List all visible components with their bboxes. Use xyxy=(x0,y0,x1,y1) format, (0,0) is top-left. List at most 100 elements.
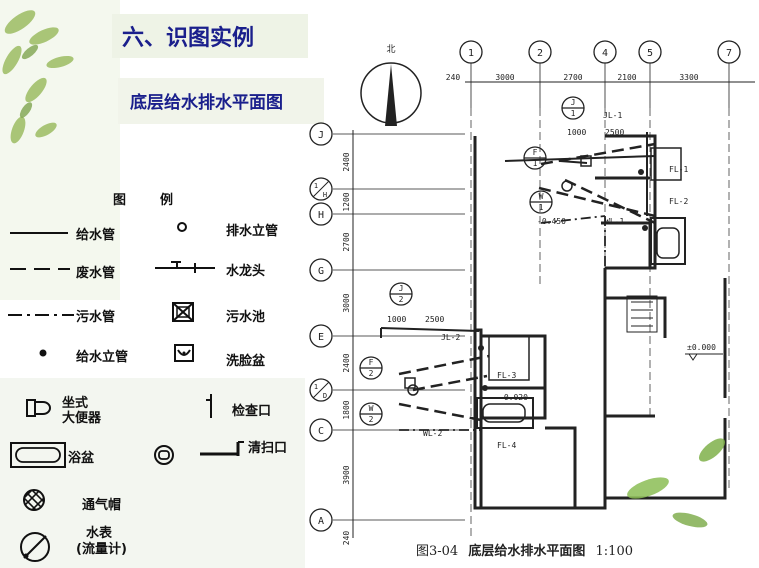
row-dimension: 1800 xyxy=(342,400,351,419)
svg-text:7: 7 xyxy=(726,48,732,59)
column-axis-bubble: 4 xyxy=(593,40,617,108)
vent-cap-symbol xyxy=(23,489,45,511)
basin-symbol xyxy=(174,344,194,362)
legend-cleanout-label: 清扫口 xyxy=(248,441,288,456)
column-axis-bubble: 5 xyxy=(638,40,662,108)
row-dimension: 240 xyxy=(342,531,351,546)
legend-faucet-label: 水龙头 xyxy=(226,264,266,279)
svg-text:H: H xyxy=(323,191,327,199)
row-axis-bubble: A xyxy=(309,508,333,532)
legend-inspection-label: 检查口 xyxy=(232,404,272,419)
legend-heading-left: 图 xyxy=(113,193,127,208)
label-wl2: WL-2 xyxy=(423,429,442,438)
subtitle-background xyxy=(118,78,324,124)
legend-basin-label: 洗脸盆 xyxy=(226,354,266,369)
legend-meter-label-1: 水表 xyxy=(86,526,113,541)
row-axis-bubble: G xyxy=(309,258,333,282)
label-fl1: FL-1 xyxy=(669,165,688,174)
row-axis-bubble: J xyxy=(309,122,333,146)
legend-toilet-label-2: 大便器 xyxy=(62,411,102,426)
tag-f2-num: F xyxy=(369,358,374,367)
row-dimension: 2400 xyxy=(342,152,351,171)
svg-text:A: A xyxy=(318,516,324,527)
tag-f1-den: 1 xyxy=(533,159,538,168)
legend-toilet-label-1: 坐式 xyxy=(62,396,89,411)
tag-j2-den: 2 xyxy=(399,295,404,304)
column-axis-bubble: 1 xyxy=(459,40,483,108)
column-dimension: 3000 xyxy=(495,73,514,82)
row-axis-bubble: H xyxy=(309,202,333,226)
label-1000a: 1000 xyxy=(567,128,586,137)
supply-riser-symbol xyxy=(39,349,47,357)
label-level1: -0.450 xyxy=(537,217,566,226)
column-dimension: 3300 xyxy=(679,73,698,82)
svg-text:2: 2 xyxy=(537,48,543,59)
figure-number: 图3-04 xyxy=(416,544,459,559)
legend-bathtub-label: 浴盆 xyxy=(68,451,95,466)
tag-w1-num: W xyxy=(539,192,544,201)
north-arrow-icon xyxy=(385,64,397,126)
svg-text:J: J xyxy=(318,130,324,141)
legend-supply-riser-label: 给水立管 xyxy=(76,350,129,365)
legend-waste-label: 废水管 xyxy=(76,266,116,281)
legend-drain-riser-label: 排水立管 xyxy=(226,224,279,239)
column-axis-bubble: 2 xyxy=(528,40,552,108)
supply-pipe-symbol xyxy=(10,232,68,234)
label-jl2: JL-2 xyxy=(441,333,460,342)
inspection-port-symbol xyxy=(206,394,212,418)
north-label: 北 xyxy=(386,44,395,55)
svg-text:1: 1 xyxy=(314,182,318,190)
legend-meter-label-2: (流量计) xyxy=(76,542,127,557)
column-dimension: 2700 xyxy=(563,73,582,82)
label-fl4: FL-4 xyxy=(497,441,516,450)
column-dimension: 2100 xyxy=(617,73,636,82)
label-fl3: FL-3 xyxy=(497,371,516,380)
label-fl2: FL-2 xyxy=(669,197,688,206)
row-dimension: 3000 xyxy=(342,293,351,312)
sink-symbol xyxy=(172,302,194,322)
label-jl1: JL-1 xyxy=(603,111,622,120)
figure-caption: 图3-04 底层给水排水平面图 1:100 xyxy=(416,540,639,559)
label-2500b: 2500 xyxy=(425,315,444,324)
legend-sewage-label: 污水管 xyxy=(76,310,116,325)
slide-title: 六、识图实例 xyxy=(122,26,255,51)
label-wl1: WL-1 xyxy=(605,217,624,226)
tag-w2-den: 2 xyxy=(369,415,374,424)
svg-text:1: 1 xyxy=(314,383,318,391)
legend-sink-label: 污水池 xyxy=(226,310,266,325)
row-axis-bubble: C xyxy=(309,418,333,442)
cleanout-symbol xyxy=(200,441,244,456)
svg-text:1: 1 xyxy=(468,48,474,59)
tag-j1-den: 1 xyxy=(571,109,576,118)
drain-riser-symbol xyxy=(177,222,187,232)
water-meter-symbol xyxy=(20,532,50,562)
figure-title: 底层给水排水平面图 xyxy=(468,544,586,559)
floor-drain-symbol xyxy=(154,445,174,465)
bathtub-symbol xyxy=(10,442,66,468)
row-axis-bubble: 1D xyxy=(309,378,333,402)
row-dimension: 2700 xyxy=(342,232,351,251)
column-axis-bubble: 7 xyxy=(717,40,741,108)
row-axis-bubble: 1H xyxy=(309,177,333,201)
toilet-symbol xyxy=(26,399,51,417)
svg-text:4: 4 xyxy=(602,48,608,59)
legend-heading-right: 例 xyxy=(160,193,174,208)
tag-f1-num: F xyxy=(533,148,538,157)
svg-text:E: E xyxy=(318,332,324,343)
label-level2: -0.020 xyxy=(499,393,528,402)
column-dimension: 240 xyxy=(446,73,461,82)
svg-text:G: G xyxy=(318,266,324,277)
label-1000b: 1000 xyxy=(387,315,406,324)
svg-text:5: 5 xyxy=(647,48,653,59)
legend-panel: 图 例 给水管 废水管 污水管 给水立管 排水立管 水龙头 污水池 xyxy=(0,0,305,568)
leaf-decoration xyxy=(0,0,120,300)
row-axis-bubble: E xyxy=(309,324,333,348)
legend-lower-background xyxy=(0,378,305,568)
leaf-decoration-bottom xyxy=(627,438,726,528)
tag-w2-num: W xyxy=(369,404,374,413)
sewage-pipe-symbol xyxy=(8,314,74,316)
waste-pipe-symbol xyxy=(10,268,70,270)
label-2500a: 2500 xyxy=(605,128,624,137)
row-dimension: 2400 xyxy=(342,353,351,372)
figure-scale: 1:100 xyxy=(595,544,633,559)
